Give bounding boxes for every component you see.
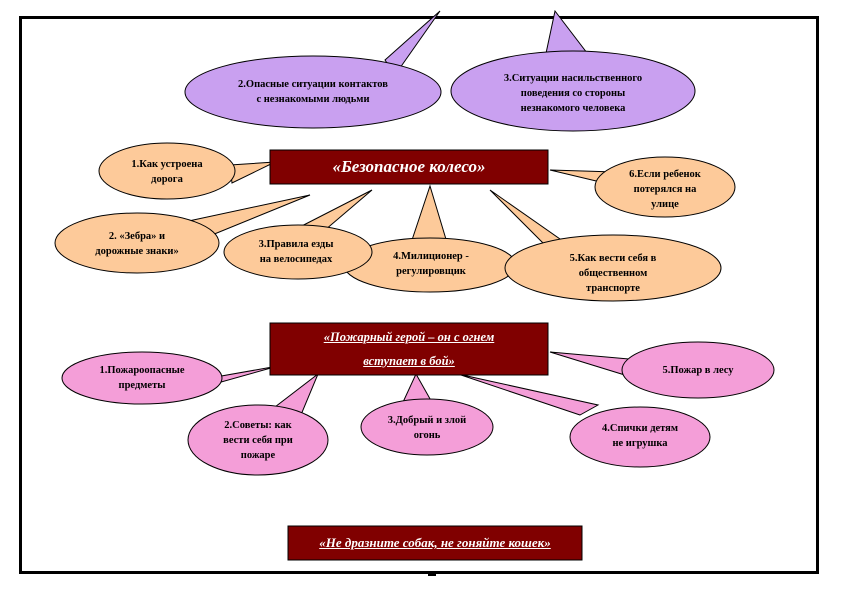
- wheel-title-box: [269, 149, 549, 185]
- pointer-matches: [457, 373, 600, 416]
- fire-title-line1-text: «Пожарный герой – он с огнем: [323, 329, 495, 344]
- fire-title-line1: «Пожарный герой – он с огнем: [270, 326, 548, 348]
- bubble-zebra: [54, 212, 220, 274]
- pointer-police: [409, 184, 449, 247]
- bubble-road: [98, 142, 236, 200]
- dogs-title-text: «Не дразните собак, не гоняйте кошек»: [319, 535, 551, 550]
- bubble-forest: [621, 341, 775, 399]
- pointer-road: [229, 161, 276, 184]
- fire-title-line2-text: вступает в бой»: [363, 353, 455, 368]
- bubble-violence: [450, 9, 696, 132]
- bubble-fire: [360, 398, 494, 456]
- item-forest: 5.Пожар в лесу: [662, 364, 734, 376]
- item-hazards: 1.Пожароопасные предметы: [99, 365, 185, 391]
- item-strangers: 2.Опасные ситуации контактов с незнакомы…: [238, 79, 388, 105]
- fire-title-line2: вступает в бой»: [270, 350, 548, 372]
- bubble-bikes: [223, 224, 373, 280]
- bubble-advice: [187, 404, 329, 476]
- item-police: 4.Милиционер - регулировщик: [393, 251, 469, 277]
- bubble-transport: [504, 234, 722, 302]
- dogs-title: «Не дразните собак, не гоняйте кошек»: [288, 526, 582, 560]
- wheel-title: «Безопасное колесо»: [332, 157, 486, 176]
- bubble-strangers: [184, 10, 442, 129]
- bottom-marker: [428, 572, 436, 576]
- bubble-lost: [594, 156, 736, 218]
- dogs-title-box: [287, 525, 583, 561]
- item-bikes: 3.Правила езды на велосипедах: [258, 239, 334, 265]
- bubble-matches: [569, 406, 711, 468]
- item-lost: 6.Если ребенок потерялся на улице: [629, 168, 701, 210]
- item-fire: 3.Добрый и злой огонь: [387, 415, 467, 441]
- item-matches: 4.Спички детям не игрушка: [601, 423, 679, 449]
- item-advice: 2.Советы: как вести себя при пожаре: [223, 419, 293, 461]
- item-zebra: 2. «Зебра» и дорожные знаки»: [95, 231, 179, 257]
- item-transport: 5.Как вести себя в общественном транспор…: [569, 252, 657, 294]
- item-violence: 3.Ситуации насильственного поведения со …: [503, 72, 643, 114]
- bubble-hazards: [61, 351, 223, 405]
- fire-title-box: [269, 322, 549, 376]
- item-road: 1.Как устроена дорога: [131, 159, 203, 185]
